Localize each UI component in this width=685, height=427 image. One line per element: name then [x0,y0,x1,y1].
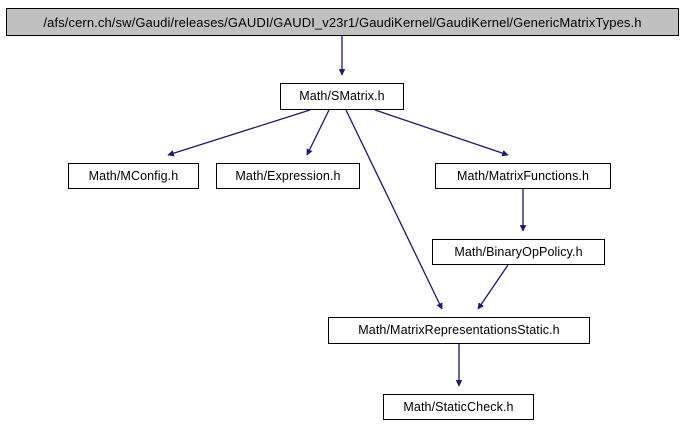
graph-node-staticcheck[interactable]: Math/StaticCheck.h [383,394,534,420]
graph-node-binaryoppolicy[interactable]: Math/BinaryOpPolicy.h [432,239,605,265]
graph-edge-smatrix-to-matrixrepresentationsstatic [345,109,443,310]
graph-edge-smatrix-to-matrixfunctions [374,109,509,157]
graph-edge-binaryoppolicy-to-matrixrepresentationsstatic [477,264,509,310]
graph-node-matrixrepresentationsstatic[interactable]: Math/MatrixRepresentationsStatic.h [328,317,590,344]
graph-node-label: Math/MConfig.h [88,168,179,183]
graph-node-label: Math/SMatrix.h [299,89,385,104]
graph-node-label: Math/MatrixRepresentationsStatic.h [358,323,560,338]
graph-node-label: Math/Expression.h [235,168,341,183]
graph-node-label: Math/StaticCheck.h [403,399,514,414]
graph-edge-smatrix-to-expression [306,109,330,156]
graph-node-matrixfunctions[interactable]: Math/MatrixFunctions.h [435,163,611,189]
graph-node-smatrix[interactable]: Math/SMatrix.h [280,83,404,110]
graph-node-mconfig[interactable]: Math/MConfig.h [68,163,199,189]
graph-node-label: Math/BinaryOpPolicy.h [454,244,583,259]
graph-node-expression[interactable]: Math/Expression.h [216,163,360,189]
graph-node-root[interactable]: /afs/cern.ch/sw/Gaudi/releases/GAUDI/GAU… [6,8,679,36]
graph-edge-smatrix-to-mconfig [167,109,311,157]
graph-node-label: /afs/cern.ch/sw/Gaudi/releases/GAUDI/GAU… [43,14,642,30]
graph-node-label: Math/MatrixFunctions.h [456,168,590,183]
